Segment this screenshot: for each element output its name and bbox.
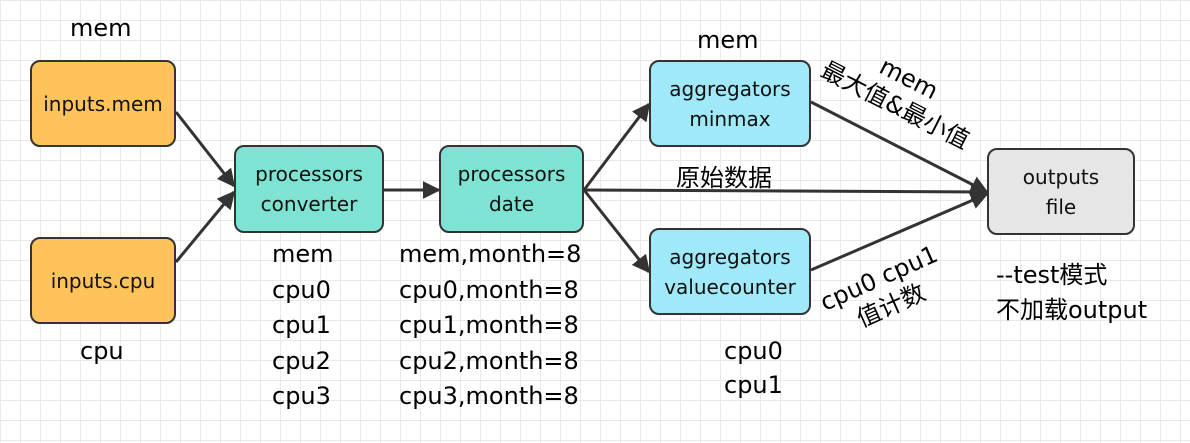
node-converter-line2: converter <box>260 192 358 216</box>
label-raw-data: 原始数据 <box>676 164 772 192</box>
test-mode-note-line2: 不加载output <box>996 296 1148 324</box>
edge-minmax-to-outputs <box>810 100 989 194</box>
test-mode-note: --test模式 不加载output <box>996 258 1147 328</box>
node-outputs-line1: outputs <box>1022 164 1100 189</box>
label-cpu-bottom: cpu <box>80 337 124 365</box>
node-outputs-file: outputs file <box>987 148 1135 235</box>
node-inputs-cpu-label: inputs.cpu <box>50 268 156 293</box>
node-date-line1: processors <box>457 162 566 186</box>
node-inputs-mem-label: inputs.mem <box>43 91 163 116</box>
date-output-item: cpu1,month=8 <box>399 311 579 339</box>
node-processors-date: processors date <box>439 145 584 233</box>
converter-output-item: cpu3 <box>272 382 331 410</box>
edge-valuecounter-to-outputs <box>810 192 989 272</box>
date-output-item: cpu2,month=8 <box>399 346 579 375</box>
node-aggregators-valuecounter: aggregators valuecounter <box>649 228 811 315</box>
converter-output-item: cpu2 <box>272 346 331 375</box>
node-inputs-cpu: inputs.cpu <box>30 237 176 324</box>
edge-inputs-cpu-to-converter <box>174 190 236 263</box>
node-aggregators-minmax: aggregators minmax <box>649 60 811 147</box>
date-output-item: cpu3,month=8 <box>399 382 579 410</box>
date-output-item: cpu0,month=8 <box>399 275 579 304</box>
valuecounter-output-item: cpu0 <box>724 337 783 365</box>
date-output-item: mem,month=8 <box>399 240 582 268</box>
node-outputs-line2: file <box>1045 194 1077 219</box>
valuecounter-output-item: cpu1 <box>724 371 783 399</box>
edge-inputs-mem-to-converter <box>174 111 236 188</box>
node-processors-converter: processors converter <box>234 145 384 233</box>
date-output-list: mem,month=8 cpu0,month=8 cpu1,month=8 cp… <box>399 237 581 415</box>
converter-output-item: mem <box>272 240 334 268</box>
converter-output-list: mem cpu0 cpu1 cpu2 cpu3 <box>272 237 334 415</box>
node-inputs-mem: inputs.mem <box>30 60 176 147</box>
label-mem-above-minmax: mem <box>697 26 759 54</box>
edge-date-to-minmax <box>582 102 651 191</box>
node-minmax-line2: minmax <box>689 106 771 131</box>
node-minmax-line1: aggregators <box>669 76 791 101</box>
node-converter-line1: processors <box>255 162 363 186</box>
node-date-line2: date <box>488 192 535 216</box>
edge-date-to-outputs <box>583 182 989 201</box>
label-mem-top: mem <box>70 14 132 42</box>
node-valuecounter-line2: valuecounter <box>664 274 796 299</box>
node-valuecounter-line1: aggregators <box>669 244 791 269</box>
valuecounter-output-list: cpu0 cpu1 <box>724 334 783 402</box>
converter-output-item: cpu0 <box>272 275 331 304</box>
edge-date-to-valuecounter <box>582 189 651 274</box>
test-mode-note-line1: --test模式 <box>996 261 1108 289</box>
converter-output-item: cpu1 <box>272 311 331 339</box>
